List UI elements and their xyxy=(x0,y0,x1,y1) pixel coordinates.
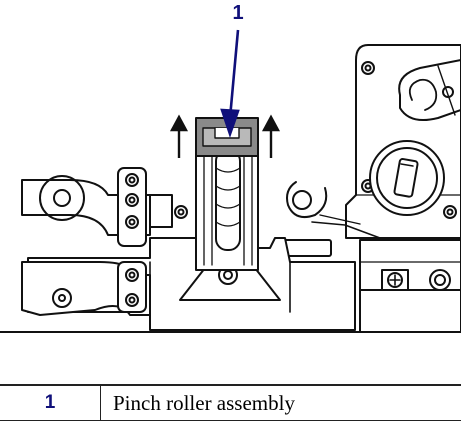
legend-description: Pinch roller assembly xyxy=(100,384,461,421)
knob-hub xyxy=(369,140,445,216)
pinch-roller-assembly xyxy=(195,117,259,271)
callout-arrow-icon xyxy=(220,29,240,139)
legend-row: 1 Pinch roller assembly xyxy=(0,384,461,421)
callout-number: 1 xyxy=(232,2,244,24)
roller-shaft xyxy=(286,181,381,239)
legend-number: 1 xyxy=(0,384,101,421)
left-upper-arm xyxy=(21,167,188,247)
legend-table: 1 Pinch roller assembly xyxy=(0,384,461,421)
left-lower-arm xyxy=(21,261,151,316)
latch-lever xyxy=(398,59,461,121)
arrow-up-right-icon xyxy=(261,114,281,158)
lower-right-bracket xyxy=(359,239,461,333)
arrow-up-left-icon xyxy=(169,114,189,158)
tension-block xyxy=(282,239,332,257)
pinch-roller-diagram xyxy=(0,29,461,333)
